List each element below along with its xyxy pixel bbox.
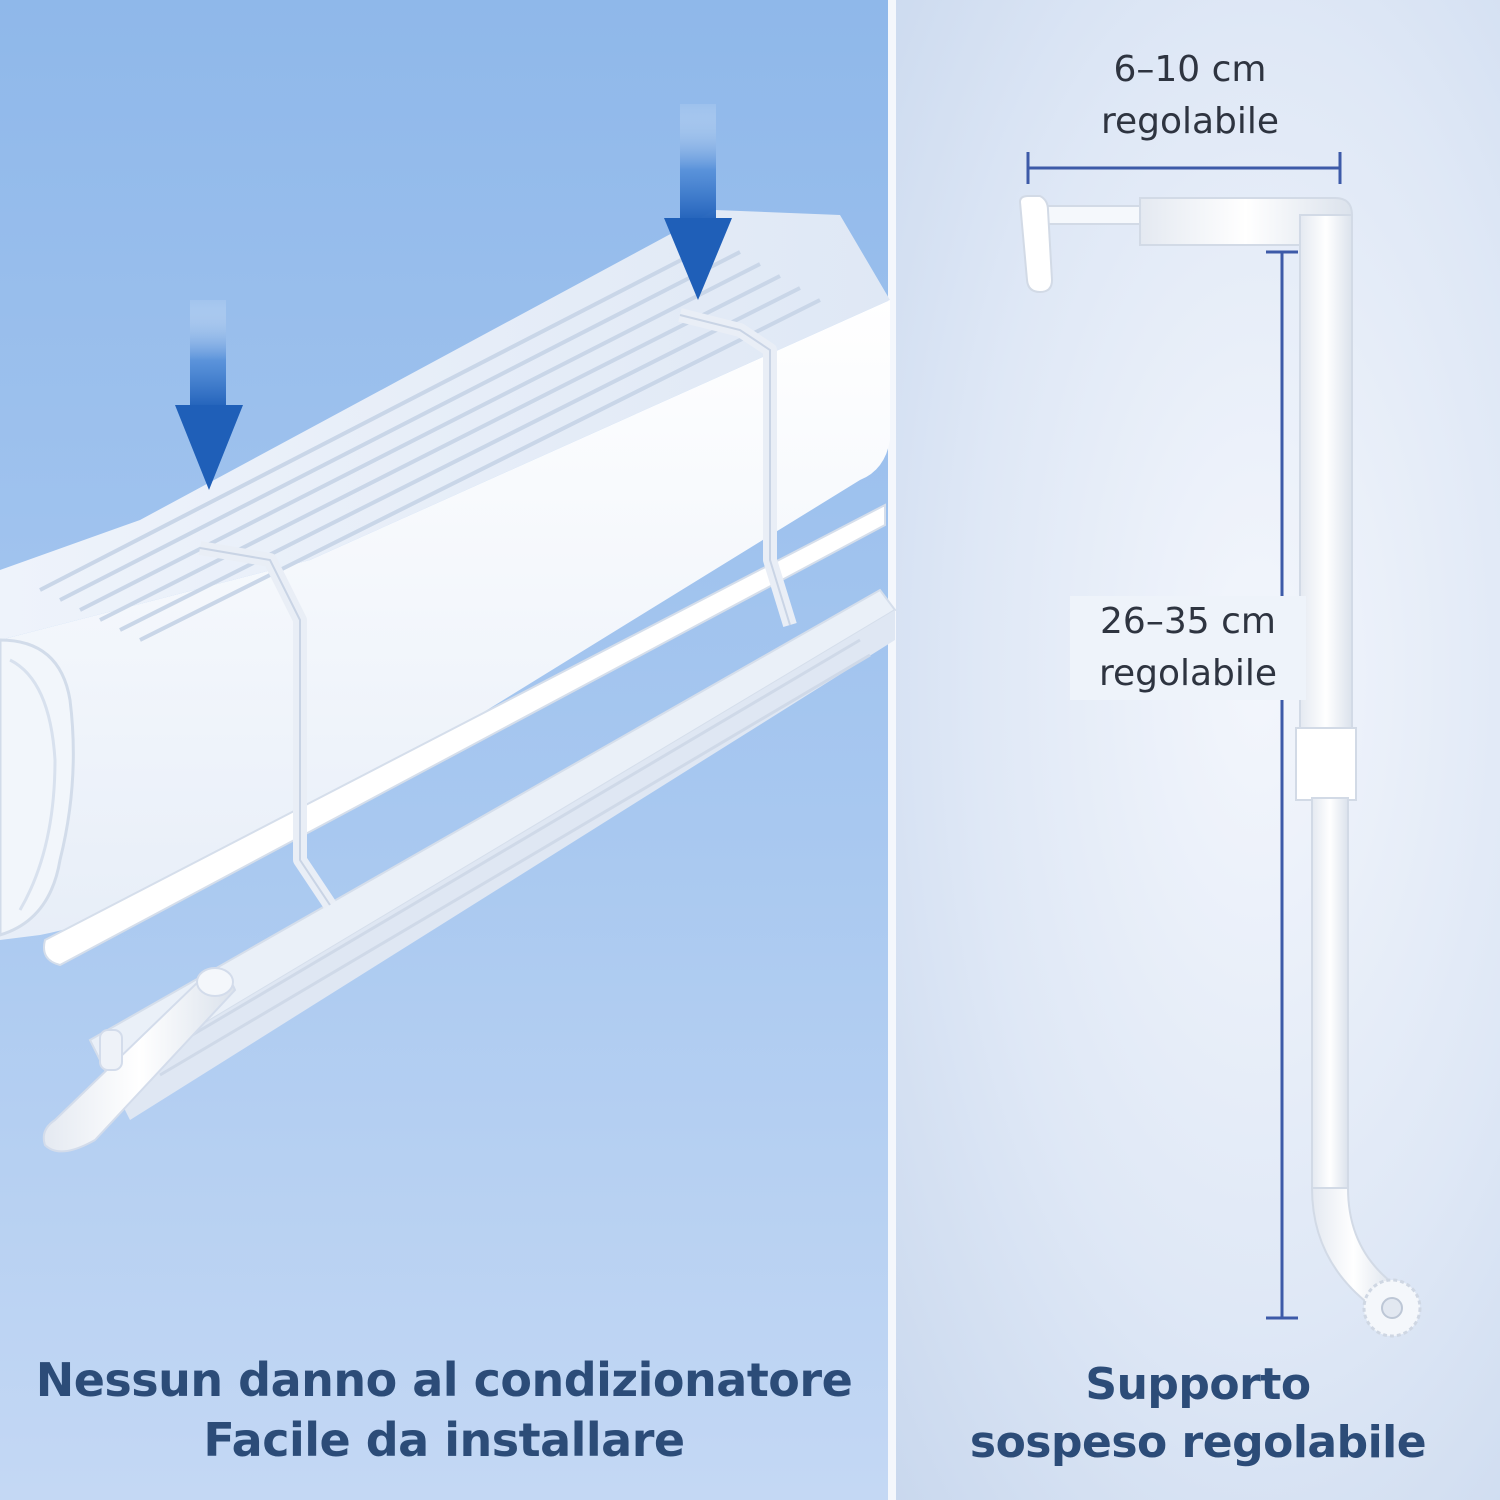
right-caption-line1: Supporto bbox=[1085, 1359, 1311, 1410]
right-panel-background bbox=[896, 0, 1500, 1500]
bracket-illustration bbox=[1018, 195, 1422, 1338]
height-dimension-line bbox=[1266, 250, 1298, 1320]
width-dimension-line bbox=[1026, 152, 1342, 184]
width-label: 6–10 cm regolabile bbox=[1030, 44, 1350, 148]
air-conditioner-unit bbox=[0, 210, 890, 940]
height-note: regolabile bbox=[1098, 653, 1278, 694]
left-caption-line2: Facile da installare bbox=[203, 1413, 685, 1467]
right-caption: Supporto sospeso regolabile bbox=[896, 1356, 1500, 1472]
down-arrow-icon bbox=[175, 300, 243, 490]
left-caption-line1: Nessun danno al condizionatore bbox=[35, 1353, 853, 1407]
air-deflector-panel bbox=[42, 503, 897, 1153]
height-label: 26–35 cm regolabile bbox=[1070, 596, 1306, 700]
height-value: 26–35 cm bbox=[1100, 601, 1276, 642]
width-note: regolabile bbox=[1100, 101, 1280, 142]
panel-divider bbox=[888, 0, 896, 1500]
right-caption-line2: sospeso regolabile bbox=[969, 1417, 1427, 1468]
down-arrow-icon bbox=[664, 104, 732, 300]
width-value: 6–10 cm bbox=[1113, 49, 1267, 90]
left-caption: Nessun danno al condizionatore Facile da… bbox=[0, 1350, 888, 1470]
